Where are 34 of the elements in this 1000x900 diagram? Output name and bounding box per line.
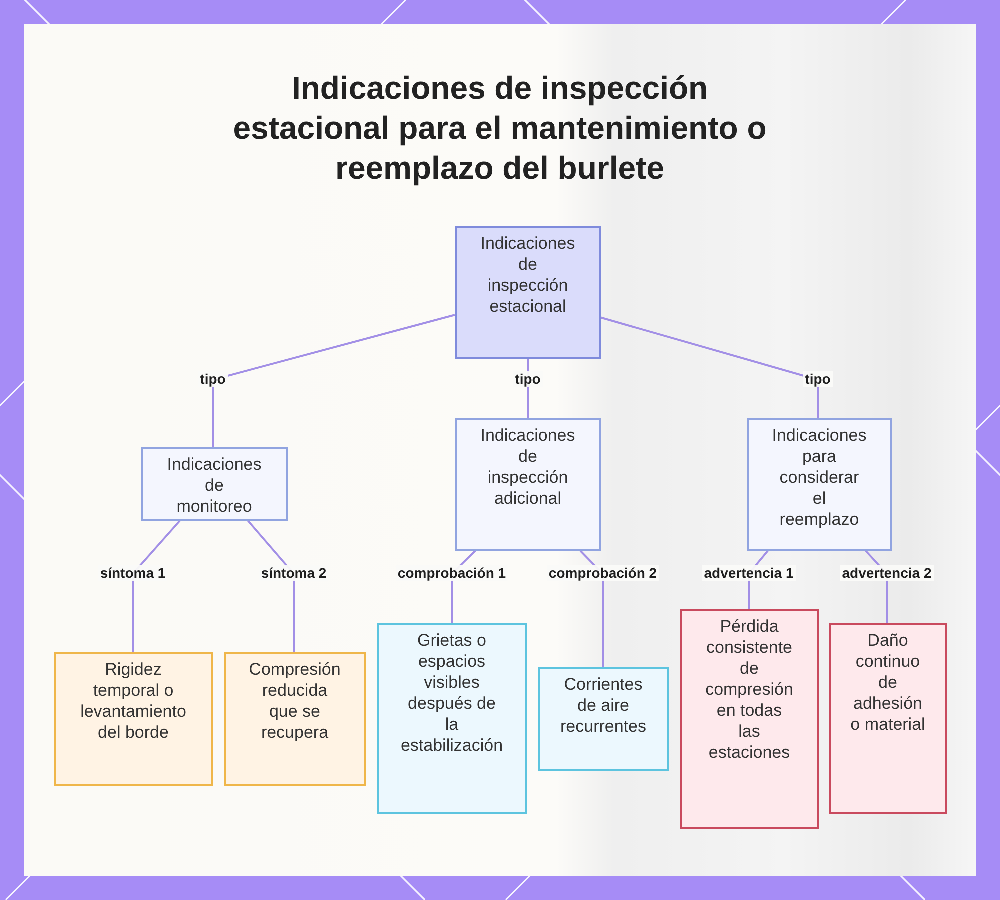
edge-label: comprobación 1: [396, 565, 508, 581]
box-text: Daño continuo de adhesión o material: [850, 630, 926, 735]
diagram-title: Indicaciones de inspección estacional para el mantenimiento o reemplazo del burlete: [232, 69, 768, 188]
edge-label: tipo: [198, 371, 228, 387]
edge-label: advertencia 2: [840, 565, 934, 581]
topic-box: [455, 226, 601, 359]
box-text: Rigidez temporal o levantamiento del borde: [80, 659, 186, 743]
edge-label: advertencia 1: [702, 565, 796, 581]
edge-label: tipo: [803, 371, 833, 387]
box-text: Indicaciones de inspección estacional: [480, 233, 576, 317]
edge-label: tipo: [513, 371, 543, 387]
box-text: Grietas o espacios visibles después de la estabilización: [400, 630, 504, 756]
category-box: [141, 447, 288, 521]
edge-label: síntoma 2: [259, 565, 329, 581]
box-text: Indicaciones para considerar el reemplazo: [772, 425, 867, 530]
edge-label: comprobación 2: [546, 565, 660, 581]
box-text: Indicaciones de inspección adicional: [480, 425, 576, 509]
edge-label: síntoma 1: [98, 565, 168, 581]
box-text: Pérdida consistente de compresión en todas las estaciones: [706, 616, 794, 763]
connector-line: [132, 520, 181, 652]
warning-box: [680, 609, 819, 829]
connector-line: [600, 316, 819, 418]
warning-box: [829, 623, 947, 814]
box-text: Corrientes de aire recurrentes: [560, 674, 646, 737]
connector-line: [248, 520, 295, 652]
box-text: Indicaciones de monitoreo: [167, 454, 262, 517]
symptom-box: [224, 652, 366, 786]
connector-line: [212, 314, 456, 447]
category-box: [747, 418, 892, 551]
symptom-box: [54, 652, 213, 786]
box-text: Compresión reducida que se recupera: [249, 659, 341, 743]
category-box: [455, 418, 601, 551]
check-box: [538, 667, 669, 771]
check-box: [377, 623, 527, 814]
